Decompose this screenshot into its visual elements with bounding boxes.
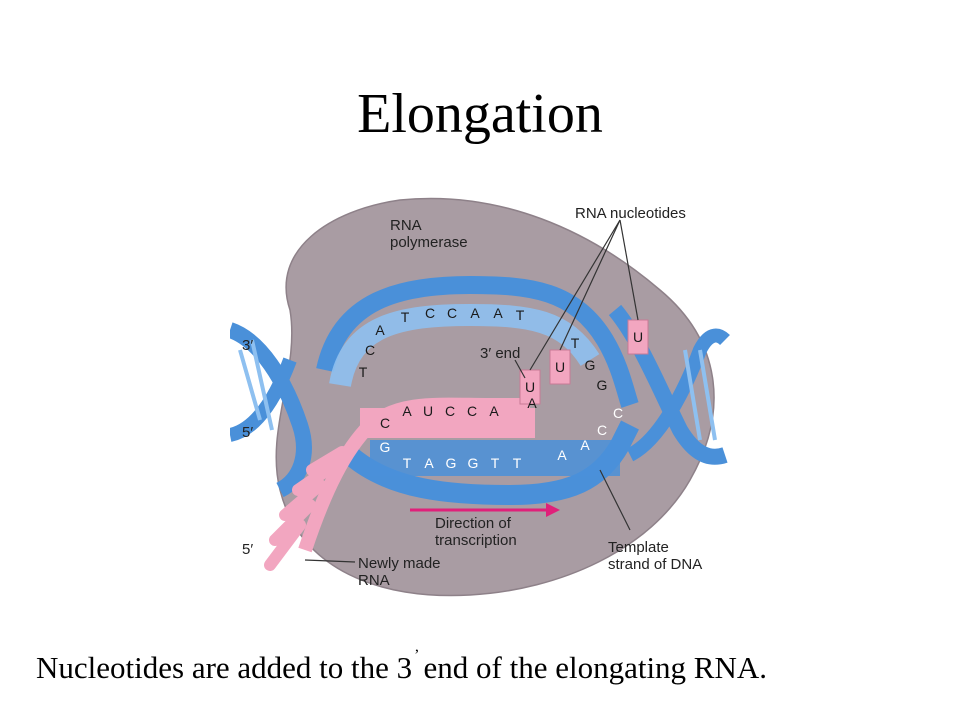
rna-nucleotides-label: RNA nucleotides xyxy=(575,205,686,222)
free-nucleotide-bases: U U U xyxy=(525,329,643,395)
rna-polymerase-label: RNA xyxy=(390,217,422,234)
template-base: A xyxy=(424,455,434,471)
slide-caption: Nucleotides are added to the 3’end of th… xyxy=(36,647,936,694)
coding-base: G xyxy=(597,377,608,393)
template-base: G xyxy=(446,455,457,471)
free-base: U xyxy=(525,379,535,395)
coding-base: A xyxy=(470,305,480,321)
coding-strand-bases: T C A T C C A A T T G G xyxy=(359,305,608,393)
three-prime-end-label: 3′ end xyxy=(480,345,520,362)
newly-made-rna-label: Newly made xyxy=(358,555,441,572)
coding-base: A xyxy=(493,305,503,321)
left-five-prime-label: 5′ xyxy=(242,424,253,441)
coding-base: G xyxy=(585,357,596,373)
rna-base: A xyxy=(489,403,499,419)
coding-base: C xyxy=(365,342,375,358)
rna-base: C xyxy=(380,415,390,431)
template-strand-label: strand of DNA xyxy=(608,556,702,573)
rna-bases: C A U C C A A xyxy=(380,395,537,431)
template-base: A xyxy=(557,447,567,463)
newly-made-rna-pointer xyxy=(304,559,356,563)
template-base: G xyxy=(468,455,479,471)
rna-polymerase-label: polymerase xyxy=(390,234,468,251)
caption-text-after: end of the elongating RNA. xyxy=(423,650,768,685)
slide-title: Elongation xyxy=(357,83,603,145)
template-bases: G T A G G T T A A C C xyxy=(380,405,624,471)
coding-base: C xyxy=(447,305,457,321)
coding-base: T xyxy=(359,364,368,380)
transcription-elongation-diagram: T C A T C C A A T T G G C A U C C A A G … xyxy=(230,197,730,597)
rna-base: U xyxy=(423,403,433,419)
free-rna-nucleotides xyxy=(519,319,649,405)
coding-base: C xyxy=(425,305,435,321)
free-base: U xyxy=(555,359,565,375)
template-base: C xyxy=(597,422,607,438)
template-base: A xyxy=(580,437,590,453)
rna-nucleotides-pointer-lines xyxy=(529,219,639,371)
template-base: T xyxy=(403,455,412,471)
coding-base: T xyxy=(516,307,525,323)
template-strand-label: Template xyxy=(608,539,669,556)
free-base: U xyxy=(633,329,643,345)
template-base: T xyxy=(491,455,500,471)
template-base: T xyxy=(513,455,522,471)
rna-base: C xyxy=(445,403,455,419)
rna-base: A xyxy=(402,403,412,419)
left-three-prime-label: 3′ xyxy=(242,337,253,354)
coding-strand-backbone xyxy=(316,275,639,408)
newly-made-rna-label: RNA xyxy=(358,572,390,589)
direction-label: transcription xyxy=(435,532,517,549)
template-pointer xyxy=(599,469,631,531)
coding-base: T xyxy=(401,309,410,325)
caption-text-before: Nucleotides are added to the 3 xyxy=(36,650,413,685)
newly-made-rna-strand xyxy=(264,397,535,571)
left-dna-helix xyxy=(230,322,312,498)
direction-label: Direction of xyxy=(435,515,512,532)
left-five-prime-label: 5′ xyxy=(242,541,253,558)
coding-base: T xyxy=(571,335,580,351)
coding-base: A xyxy=(375,322,385,338)
template-base: C xyxy=(613,405,623,421)
rna-base: A xyxy=(527,395,537,411)
template-base: G xyxy=(380,439,391,455)
caption-prime-mark: ’ xyxy=(414,647,420,664)
rna-base: C xyxy=(467,403,477,419)
three-prime-end-pointer xyxy=(514,359,526,379)
